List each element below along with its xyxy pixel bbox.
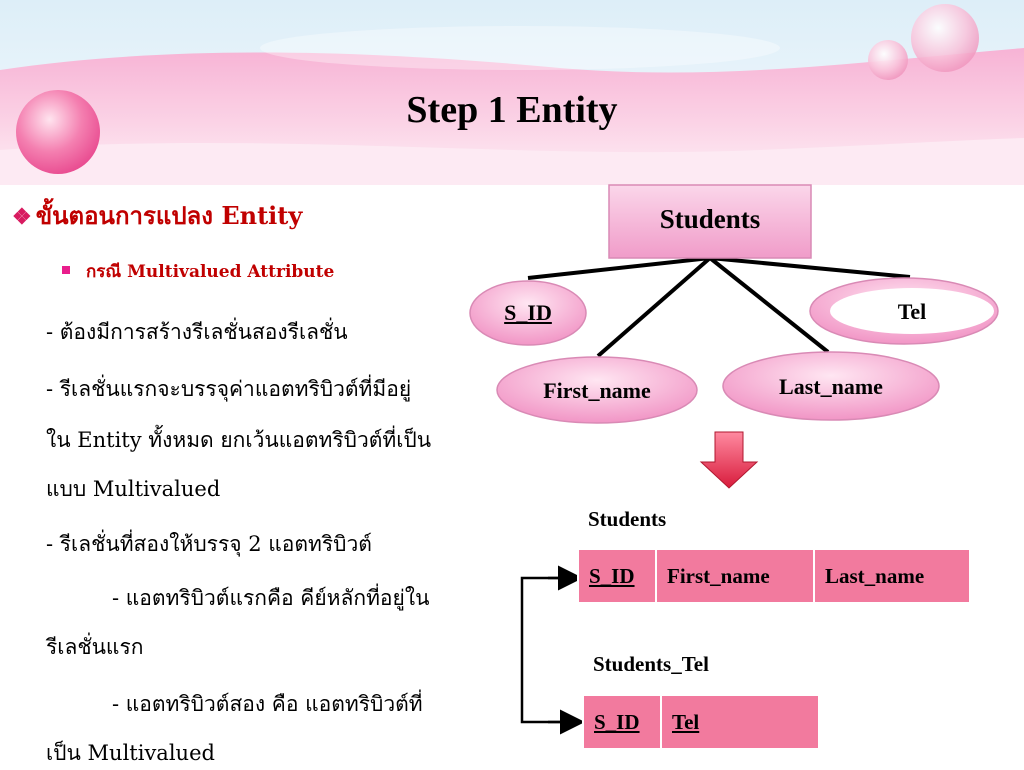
banner-art bbox=[0, 0, 1024, 185]
attribute-lastname-shape bbox=[722, 351, 940, 421]
attribute-sid-label: S_ID bbox=[504, 300, 552, 325]
text-line: ใน Entity ทั้งหมด ยกเว้นแอตทริบิวต์ที่เป… bbox=[46, 428, 432, 452]
table-cell: Last_name bbox=[813, 548, 971, 604]
relationship-line-lastname bbox=[708, 256, 830, 354]
attribute-firstname-shape bbox=[496, 356, 698, 424]
relation-caption-students-tel: Students_Tel bbox=[593, 652, 709, 676]
text-line: รีเลชั่นแรก bbox=[46, 635, 144, 659]
table-cell: S_ID bbox=[577, 548, 657, 604]
relation-table-students-tel: S_ID Tel bbox=[582, 694, 820, 750]
fk-bracket-line bbox=[520, 576, 578, 724]
sub-heading: กรณี Multivalued Attribute bbox=[62, 258, 334, 285]
attribute-tel-inner-shape bbox=[830, 288, 994, 334]
relation-caption-students: Students bbox=[588, 507, 667, 531]
table-cell: S_ID bbox=[582, 694, 662, 750]
slide-title: Step 1 Entity bbox=[406, 89, 618, 131]
down-arrow-icon bbox=[699, 431, 759, 489]
table-row: S_ID Tel bbox=[582, 694, 820, 750]
header-banner bbox=[0, 0, 1024, 185]
attribute-firstname-label: First_name bbox=[543, 378, 651, 403]
text-line: แบบ Multivalued bbox=[46, 477, 221, 501]
relationship-line-sid bbox=[527, 256, 711, 280]
attribute-tel-label: Tel bbox=[897, 299, 927, 324]
sub-heading-text: กรณี Multivalued Attribute bbox=[86, 262, 335, 282]
table-cell: First_name bbox=[655, 548, 815, 604]
text-line: - ต้องมีการสร้างรีเลชั่นสองรีเลชั่น bbox=[46, 320, 348, 344]
attribute-lastname-label: Last_name bbox=[779, 374, 883, 399]
diamond-bullet-icon: ❖ bbox=[12, 204, 32, 230]
relation-table-students: S_ID First_name Last_name bbox=[577, 548, 971, 604]
section-heading-text: ขั้นตอนการแปลง Entity bbox=[35, 201, 303, 230]
entity-label: Students bbox=[659, 204, 761, 234]
text-line: เป็น Multivalued bbox=[46, 741, 215, 765]
text-line: - รีเลชั่นแรกจะบรรจุค่าแอตทริบิวต์ที่มีอ… bbox=[46, 377, 412, 401]
table-cell: Tel bbox=[660, 694, 820, 750]
attribute-sid-shape bbox=[469, 280, 587, 346]
table-row: S_ID First_name Last_name bbox=[577, 548, 971, 604]
text-line: - แอตทริบิวต์สอง คือ แอตทริบิวต์ที่ bbox=[112, 692, 423, 716]
square-bullet-icon bbox=[62, 266, 70, 274]
relationship-line-tel bbox=[709, 256, 911, 279]
text-line: - แอตทริบิวต์แรกคือ คีย์หลักที่อยู่ใน bbox=[112, 586, 430, 610]
relationship-line-firstname bbox=[596, 256, 712, 358]
entity-box bbox=[608, 184, 812, 259]
text-line: - รีเลชั่นที่สองให้บรรจุ 2 แอตทริบิวต์ bbox=[46, 532, 372, 556]
section-heading: ❖ขั้นตอนการแปลง Entity bbox=[12, 196, 302, 235]
